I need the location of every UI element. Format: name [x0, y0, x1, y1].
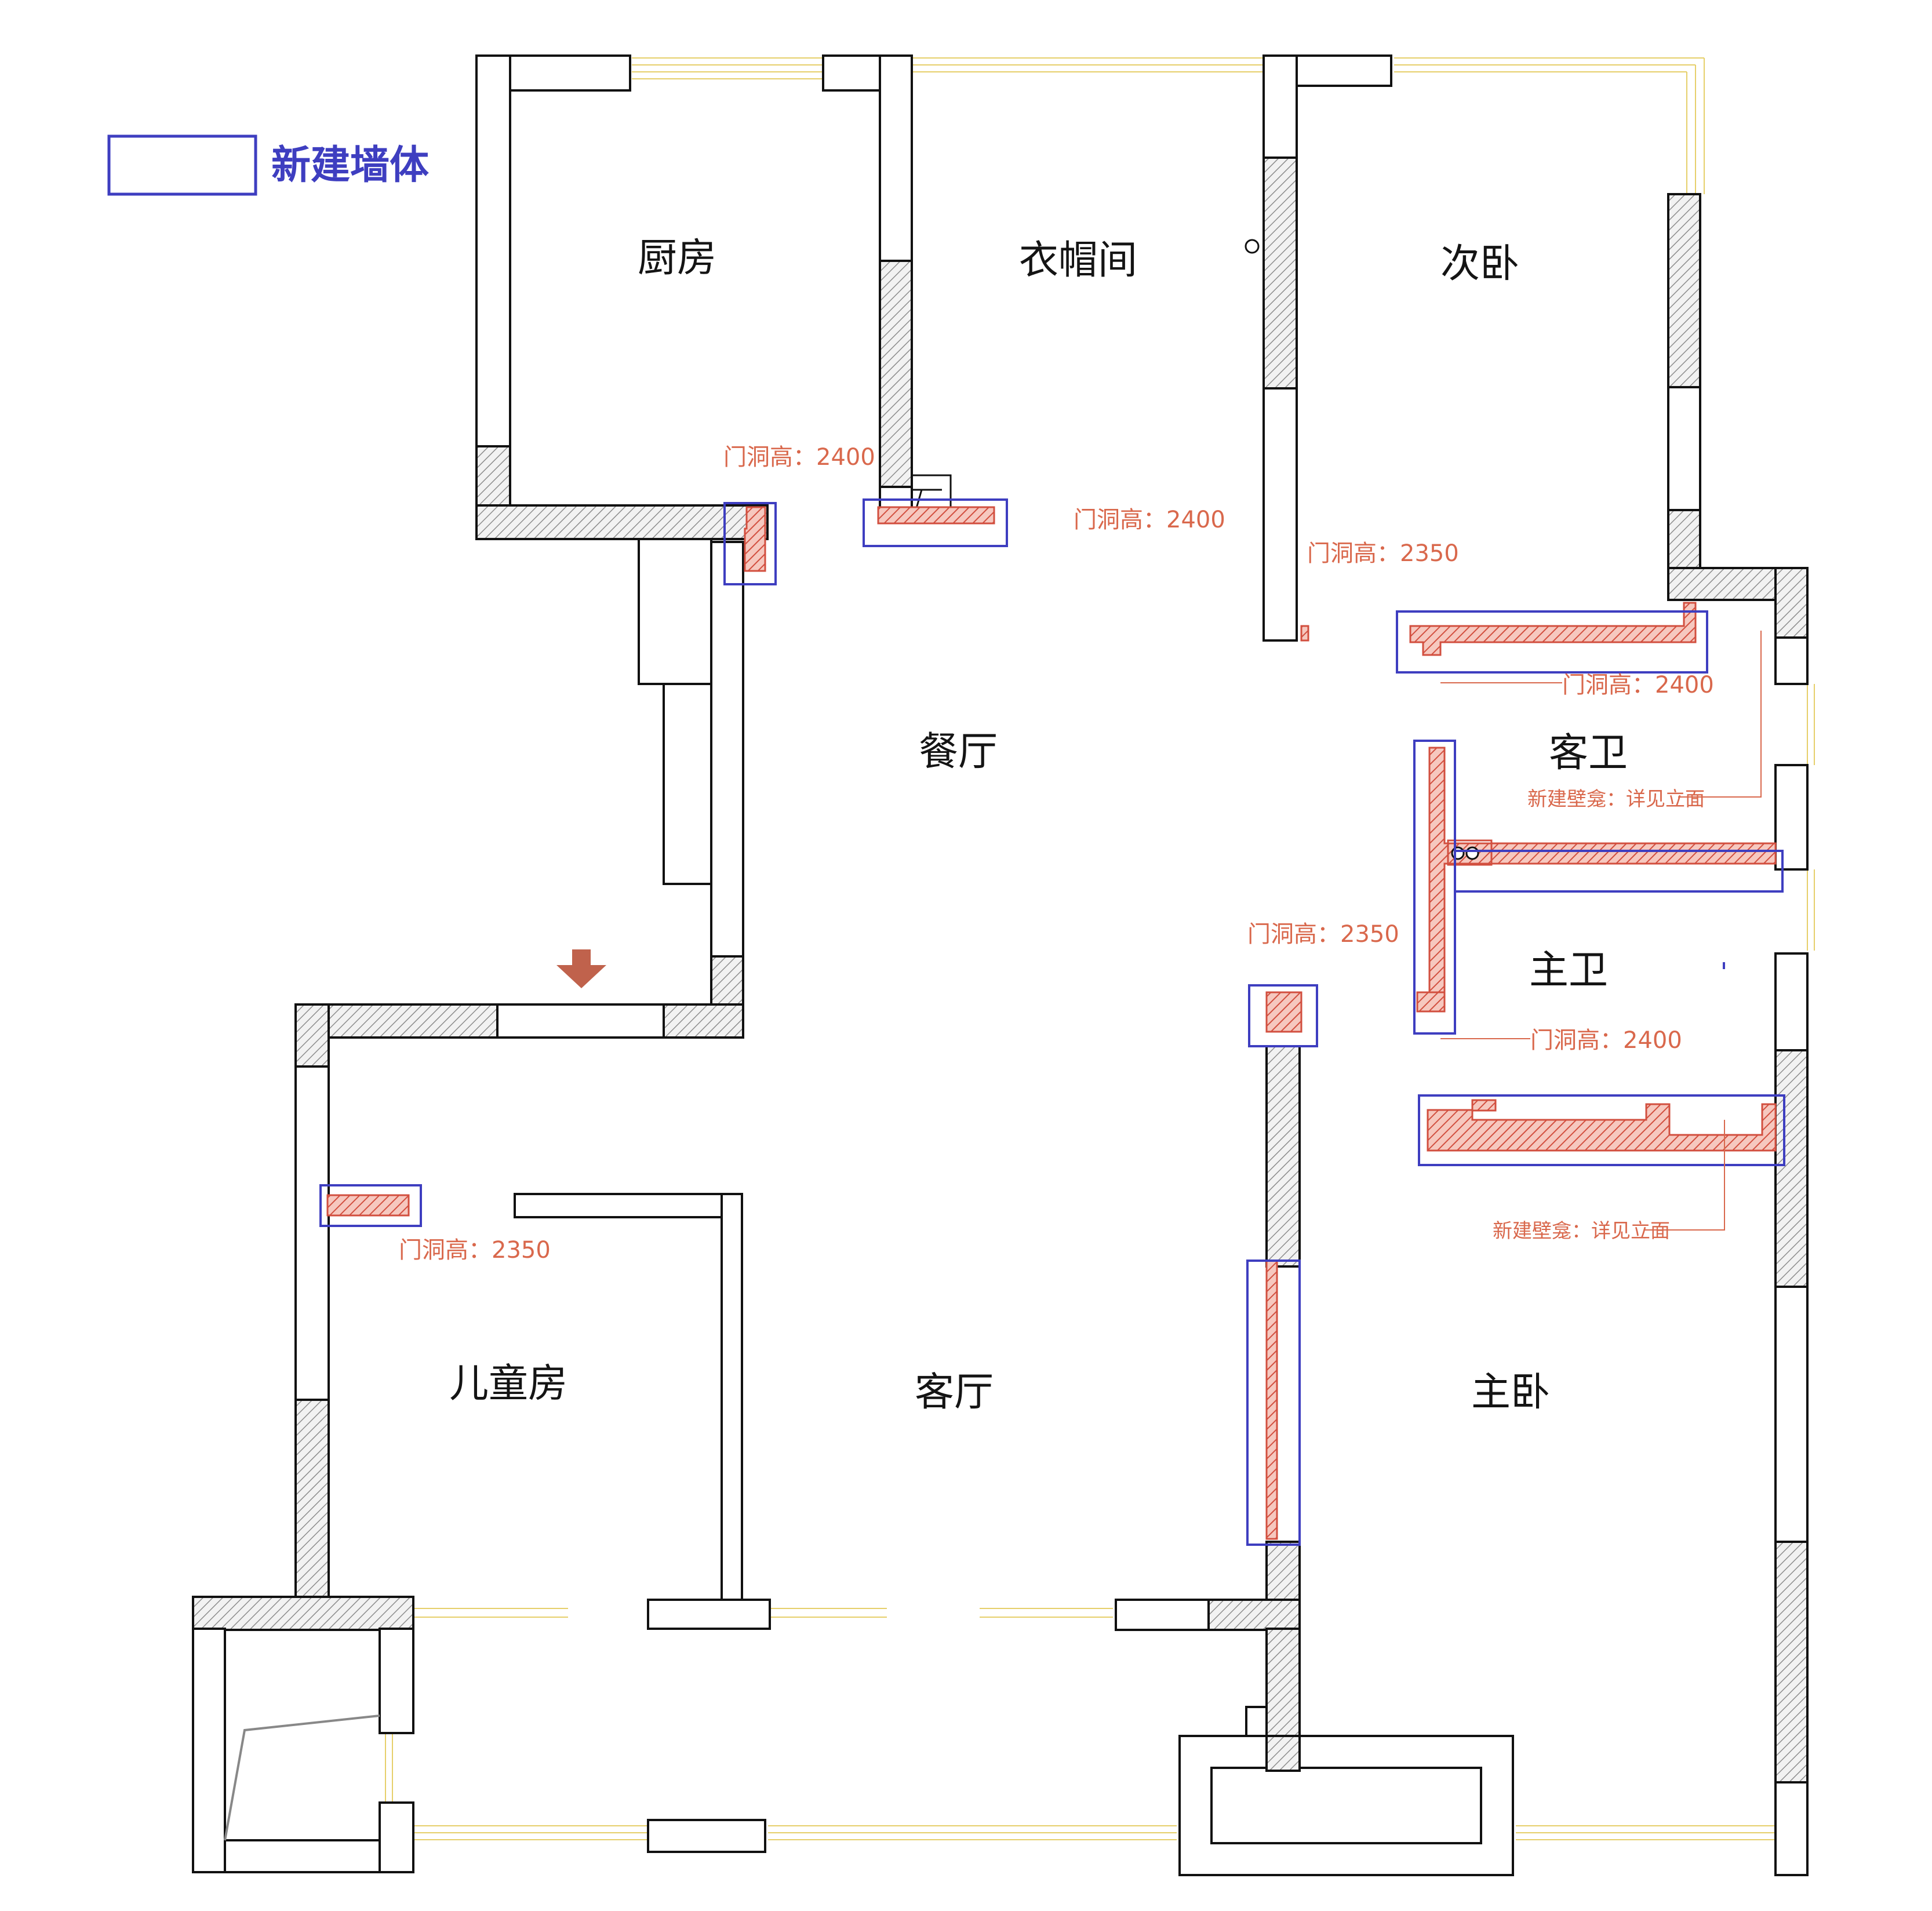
existing-walls: [192, 54, 1809, 1876]
door-height-kids: 门洞高：2350: [399, 1237, 551, 1264]
entry-arrow-icon: [556, 949, 606, 988]
room-kitchen: 厨房: [638, 235, 716, 281]
legend-label: 新建墙体: [271, 143, 429, 188]
door-height-kitchen: 门洞高：2400: [723, 444, 875, 471]
leader-lines: [1440, 631, 1762, 1231]
niche-note-master: 新建壁龛：详见立面: [1493, 1220, 1670, 1243]
legend-swatch: [107, 134, 257, 196]
room-master-bedroom: 主卧: [1471, 1370, 1550, 1415]
room-master-bath: 主卫: [1529, 948, 1608, 993]
room-living: 客厅: [915, 1370, 994, 1415]
door-height-cloak: 门洞高：2400: [1074, 507, 1225, 533]
windows: [385, 57, 1815, 1840]
room-guest-bath: 客卫: [1549, 730, 1628, 776]
new-wall-frames: [319, 498, 1785, 1546]
room-cloakroom: 衣帽间: [1019, 238, 1137, 283]
door-height-master-bath-top: 门洞高：2350: [1247, 921, 1399, 948]
door-height-guest-bath: 门洞高：2400: [1562, 672, 1714, 698]
room-second-bedroom: 次卧: [1440, 241, 1519, 287]
room-dining: 餐厅: [919, 729, 998, 775]
room-kids: 儿童房: [449, 1361, 567, 1407]
door-height-second-bed: 门洞高：2350: [1307, 540, 1459, 567]
niche-note-guest: 新建壁龛：详见立面: [1527, 788, 1705, 811]
new-walls: [326, 506, 1777, 1540]
door-height-master-bath: 门洞高：2400: [1530, 1027, 1682, 1054]
